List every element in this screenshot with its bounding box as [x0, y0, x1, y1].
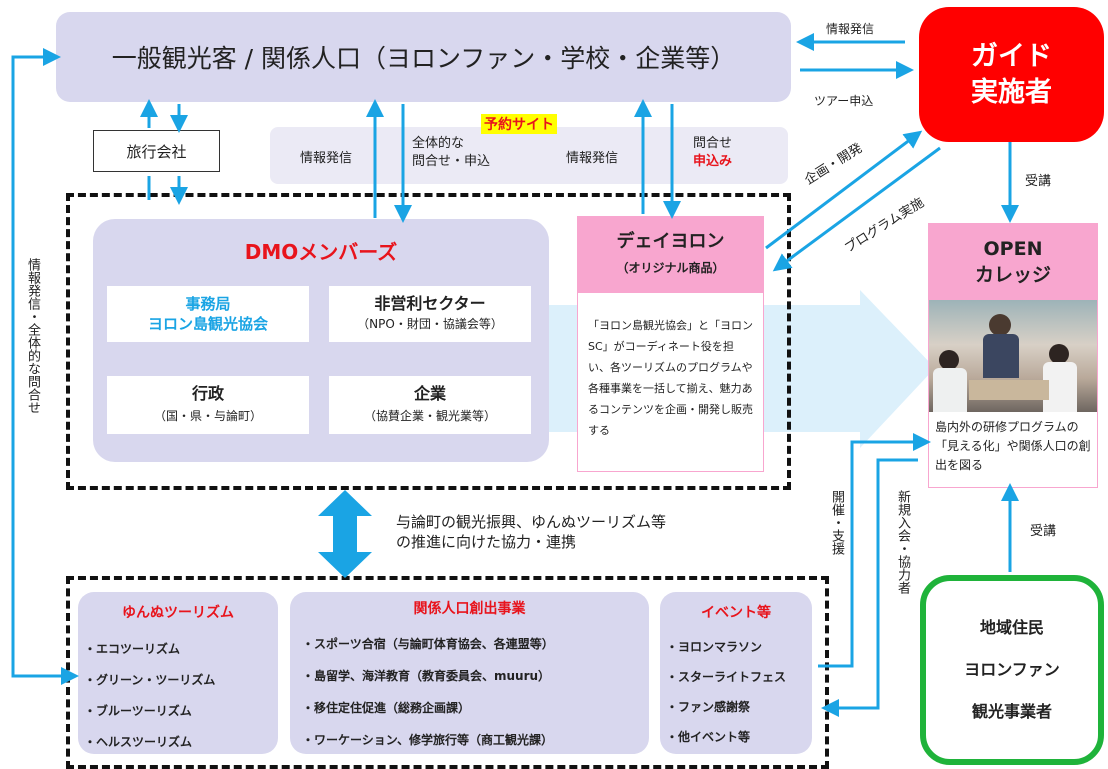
- dmo-title: DMOメンバーズ: [244, 240, 398, 264]
- booking-info-right: 情報発信: [566, 151, 619, 166]
- community-line2: ヨロンファン: [964, 660, 1060, 679]
- travel-agency-box: 旅行会社: [93, 130, 220, 172]
- kankei-item: ・島留学、海洋教育（教育委員会、muuru）: [302, 669, 551, 683]
- open-college-header: OPEN カレッジ: [929, 224, 1097, 300]
- nonprofit-sub: （NPO・財団・協議会等）: [357, 317, 503, 331]
- community-box: 地域住民 ヨロンファン 観光事業者: [920, 575, 1104, 765]
- company-title: 企業: [413, 384, 446, 403]
- travel-agency-label: 旅行会社: [126, 142, 187, 161]
- company-box: 企業 （協賛企業・観光業等）: [329, 376, 531, 434]
- event-item: ・スターライトフェス: [666, 670, 787, 684]
- guide-info-label: 情報発信: [826, 22, 875, 36]
- event-item: ・ファン感謝祭: [666, 700, 751, 714]
- kankei-box: 関係人口創出事業 ・スポーツ合宿（与論町体育協会、各連盟等） ・島留学、海洋教育…: [290, 592, 649, 754]
- cooperation-line1: 与論町の観光振興、ゆんぬツーリズム等: [396, 513, 667, 531]
- booking-inquiry-line1: 全体的な: [412, 136, 465, 151]
- booking-apply: 問合せ 申込み: [693, 135, 732, 171]
- guide-tour-label: ツアー申込: [814, 94, 874, 108]
- yunnu-item: ・エコツーリズム: [84, 642, 181, 656]
- secretariat-box: 事務局 ヨロン島観光協会: [107, 286, 309, 342]
- event-box: イベント等 ・ヨロンマラソン ・スターライトフェス ・ファン感謝祭 ・他イベント…: [660, 592, 812, 754]
- cooperation-line2: の推進に向けた協力・連携: [396, 533, 577, 551]
- day-yoron-sub: （オリジナル商品）: [616, 261, 725, 275]
- nonprofit-title: 非営利セクター: [374, 294, 486, 313]
- kankei-list: ・スポーツ合宿（与論町体育協会、各連盟等） ・島留学、海洋教育（教育委員会、mu…: [290, 618, 649, 756]
- dmo-frame: [66, 193, 791, 490]
- booking-inquiry: 全体的な 問合せ・申込: [412, 135, 490, 171]
- booking-apply-line1: 問合せ: [693, 136, 733, 151]
- event-item: ・他イベント等: [666, 730, 751, 744]
- general-tourists-box: 一般観光客 / 関係人口（ヨロンファン・学校・企業等）: [56, 12, 791, 102]
- host-support-label: 開催・支援: [829, 490, 844, 555]
- yunnu-title: ゆんぬツーリズム: [122, 605, 234, 621]
- day-yoron-title: デェイヨロン: [616, 231, 725, 252]
- kankei-item: ・スポーツ合宿（与論町体育協会、各連盟等）: [302, 637, 554, 651]
- event-title: イベント等: [701, 605, 771, 621]
- company-sub: （協賛企業・観光業等）: [363, 409, 496, 423]
- kankei-item: ・ワーケーション、修学旅行等（商工観光課）: [302, 733, 554, 747]
- open-college-line2: カレッジ: [974, 264, 1051, 286]
- community-line3: 観光事業者: [971, 702, 1052, 721]
- left-vertical-label: 情報発信・全体的な問合せ: [25, 258, 40, 414]
- day-yoron-box: デェイヨロン （オリジナル商品） 「ヨロン島観光協会」と「ヨロンSC」がコーディ…: [577, 216, 764, 472]
- administration-sub: （国・県・与論町）: [153, 409, 262, 423]
- nonprofit-box: 非営利セクター （NPO・財団・協議会等）: [329, 286, 531, 342]
- administration-box: 行政 （国・県・与論町）: [107, 376, 309, 434]
- open-college-box: OPEN カレッジ 島内外の研修プログラムの「見える化」や関係人口の創出を図る: [928, 223, 1098, 488]
- new-member-label: 新規入会・協力者: [895, 490, 910, 594]
- yunnu-item: ・ヘルスツーリズム: [84, 735, 193, 749]
- secretariat-line1: 事務局: [185, 295, 231, 313]
- event-item: ・ヨロンマラソン: [666, 640, 763, 654]
- open-college-line1: OPEN: [983, 238, 1043, 260]
- general-tourists-label: 一般観光客 / 関係人口（ヨロンファン・学校・企業等）: [111, 44, 736, 73]
- cooperation-text: 与論町の観光振興、ゆんぬツーリズム等 の推進に向けた協力・連携: [396, 512, 666, 552]
- yunnu-list: ・エコツーリズム ・グリーン・ツーリズム ・ブルーツーリズム ・ヘルスツーリズム: [78, 622, 278, 758]
- kankei-title: 関係人口創出事業: [413, 601, 526, 617]
- secretariat-line2: ヨロン島観光協会: [147, 315, 268, 333]
- guide-line2: 実施者: [971, 76, 1052, 108]
- plan-develop-label: 企画・開発: [802, 140, 866, 189]
- yunnu-item: ・ブルーツーリズム: [84, 704, 192, 718]
- booking-site-band: [270, 127, 788, 184]
- booking-site-title: 予約サイト: [481, 114, 557, 134]
- community-line1: 地域住民: [979, 618, 1044, 637]
- program-label: プログラム実施: [842, 195, 927, 257]
- yunnu-item: ・グリーン・ツーリズム: [84, 673, 216, 687]
- yunnu-box: ゆんぬツーリズム ・エコツーリズム ・グリーン・ツーリズム ・ブルーツーリズム …: [78, 592, 278, 754]
- attend-top-label: 受講: [1025, 174, 1052, 189]
- booking-inquiry-line2: 問合せ・申込: [412, 154, 491, 169]
- booking-info-left: 情報発信: [300, 151, 353, 166]
- day-yoron-desc: 「ヨロン島観光協会」と「ヨロンSC」がコーディネート役を担い、各ツーリズムのプロ…: [588, 319, 753, 437]
- day-yoron-header: デェイヨロン （オリジナル商品）: [578, 217, 763, 293]
- open-college-desc: 島内外の研修プログラムの「見える化」や関係人口の創出を図る: [935, 420, 1091, 472]
- classroom-photo: [929, 300, 1097, 412]
- attend-bottom-label: 受講: [1030, 524, 1057, 539]
- administration-title: 行政: [191, 384, 224, 403]
- kankei-item: ・移住定住促進（総務企画課）: [302, 701, 471, 715]
- booking-apply-line2: 申込み: [693, 154, 733, 169]
- event-list: ・ヨロンマラソン ・スターライトフェス ・ファン感謝祭 ・他イベント等: [660, 622, 812, 752]
- guide-line1: ガイド: [971, 41, 1052, 73]
- guide-box: ガイド 実施者: [919, 7, 1104, 142]
